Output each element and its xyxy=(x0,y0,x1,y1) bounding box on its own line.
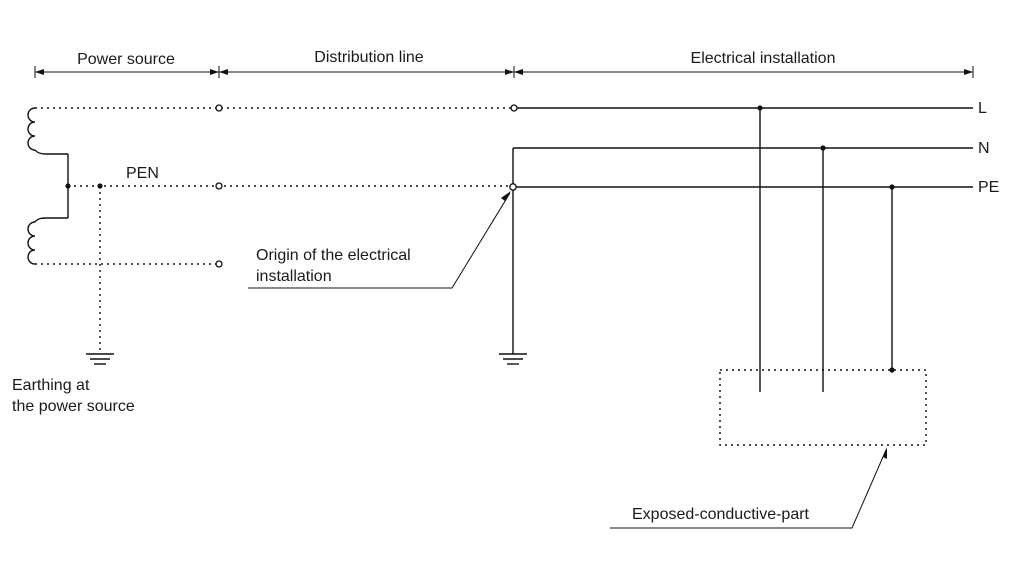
installation-earth-symbol xyxy=(499,353,527,365)
terminal-source-pen xyxy=(215,182,223,190)
terminal-source-line xyxy=(215,104,223,112)
conductor-label-l: L xyxy=(978,100,987,117)
source-earth-symbol xyxy=(86,353,114,365)
exposed-conductive-part-enclosure xyxy=(719,369,927,446)
origin-label-line1: Origin of the electrical xyxy=(256,247,411,264)
transformer-winding-upper xyxy=(27,107,68,155)
exposed-part-label: Exposed-conductive-part xyxy=(632,506,810,523)
origin-leader xyxy=(248,191,511,289)
terminal-installation-pen xyxy=(509,183,517,191)
origin-label-line2: installation xyxy=(256,268,332,285)
section-label-electrical-installation: Electrical installation xyxy=(691,50,836,67)
terminal-installation-line xyxy=(510,104,518,112)
section-dimension-line xyxy=(34,66,974,78)
transformer-winding-lower xyxy=(27,217,68,265)
section-label-distribution-line: Distribution line xyxy=(314,49,423,66)
earthing-label-line2: the power source xyxy=(12,398,135,415)
terminal-source-lower xyxy=(215,260,223,268)
exposed-part-pe-connection xyxy=(889,367,895,373)
section-label-power-source: Power source xyxy=(77,51,175,68)
conductor-label-n: N xyxy=(978,140,990,157)
earthing-label-line1: Earthing at xyxy=(12,377,90,394)
exposed-part-leader xyxy=(610,447,887,529)
pen-label: PEN xyxy=(126,165,159,182)
conductor-label-pe: PE xyxy=(978,179,999,196)
